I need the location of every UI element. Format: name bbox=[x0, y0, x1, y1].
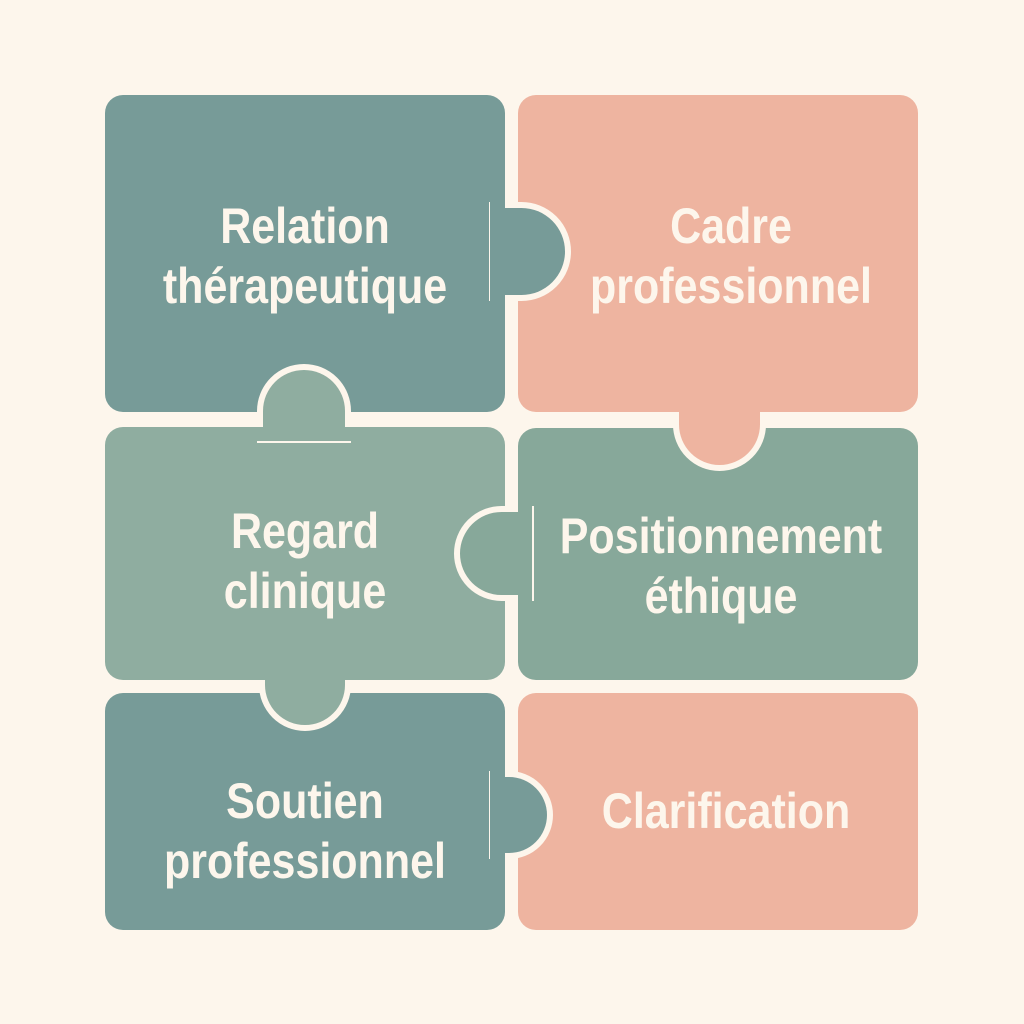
label-positionnement: Positionnement bbox=[560, 508, 882, 564]
piece-positionnement-ethique bbox=[518, 428, 918, 680]
label-professionnel-1: professionnel bbox=[590, 258, 872, 314]
piece-cadre-professionnel bbox=[518, 95, 918, 412]
label-ethique: éthique bbox=[645, 568, 798, 624]
label-professionnel-2: professionnel bbox=[164, 833, 446, 889]
knob-relation-right bbox=[489, 200, 571, 303]
label-cadre: Cadre bbox=[670, 198, 792, 254]
label-clarification: Clarification bbox=[602, 783, 850, 839]
label-clinique: clinique bbox=[224, 563, 386, 619]
label-soutien: Soutien bbox=[226, 773, 384, 829]
label-relation: Relation bbox=[220, 198, 390, 254]
knob-regard-bottom bbox=[258, 662, 352, 731]
knob-soutien-right bbox=[489, 770, 553, 860]
label-therapeutique: thérapeutique bbox=[163, 258, 447, 314]
piece-clarification bbox=[518, 693, 918, 930]
piece-relation-therapeutique bbox=[105, 95, 505, 412]
piece-soutien-professionnel bbox=[105, 693, 505, 930]
knob-cadre-bottom bbox=[671, 395, 769, 471]
label-regard: Regard bbox=[231, 503, 379, 559]
knob-regard-top bbox=[255, 364, 353, 443]
piece-regard-clinique bbox=[105, 427, 505, 680]
knob-positionnement-left bbox=[454, 505, 534, 602]
